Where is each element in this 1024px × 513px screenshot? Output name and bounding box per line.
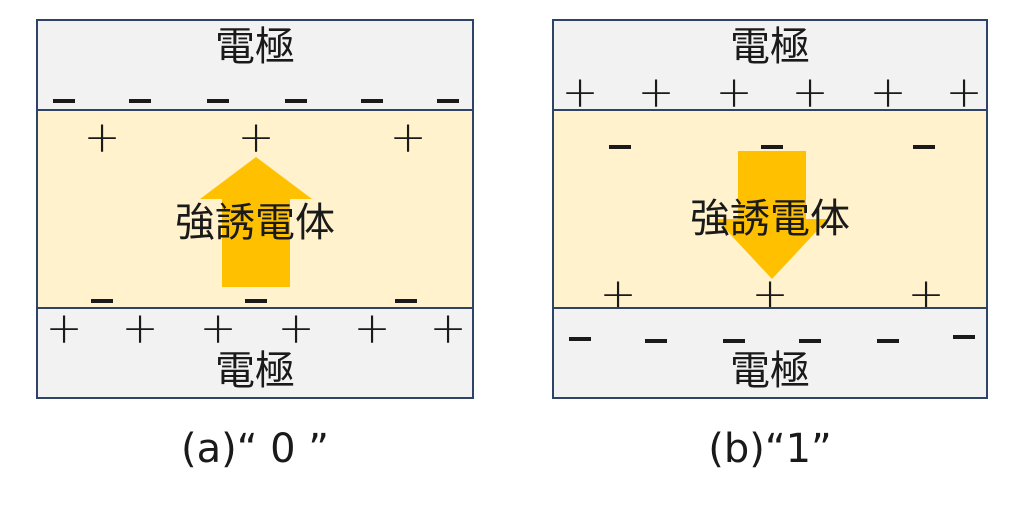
top-electrode-label: 電極 [730, 24, 810, 70]
polarization-arrow-down [716, 151, 828, 279]
charge-plus: + [869, 67, 907, 118]
charge-minus [953, 303, 975, 347]
charge-minus [361, 67, 383, 111]
bottom-electrode-label: 電極 [730, 348, 810, 394]
caption-a: (a)“ 0 ” [180, 426, 330, 472]
ferroelectric-layer: 強誘電体 + + + [552, 109, 988, 309]
charge-plus: + [429, 303, 467, 354]
ferroelectric-label: 強誘電体 [175, 200, 335, 246]
bottom-electrode: 電極 [552, 307, 988, 399]
charge-minus [645, 307, 667, 351]
charge-plus: + [715, 67, 753, 118]
charge-plus: + [561, 67, 599, 118]
charge-plus: + [907, 269, 945, 309]
charge-minus [129, 67, 151, 111]
charge-plus: + [353, 303, 391, 354]
charge-minus [761, 113, 783, 157]
charge-minus [395, 267, 417, 307]
panel-b: 電極 + + + + + + 強誘電体 + + + 電極 [552, 19, 988, 399]
charge-plus: + [121, 303, 159, 354]
charge-plus: + [45, 303, 83, 354]
charge-minus [609, 113, 631, 157]
top-electrode: 電極 + + + + + + [552, 19, 988, 115]
charge-minus [207, 67, 229, 111]
charge-plus: + [277, 303, 315, 354]
bottom-electrode-label: 電極 [215, 348, 295, 394]
charge-plus: + [945, 67, 983, 118]
charge-plus: + [791, 67, 829, 118]
charge-minus [877, 307, 899, 351]
charge-minus [91, 267, 113, 307]
bottom-electrode: + + + + + + 電極 [36, 307, 474, 399]
top-electrode-label: 電極 [215, 24, 295, 70]
charge-minus [799, 307, 821, 351]
charge-plus: + [637, 67, 675, 118]
charge-plus: + [83, 112, 121, 163]
charge-plus: + [237, 112, 275, 163]
polarization-arrow-up [200, 157, 312, 287]
charge-minus [913, 113, 935, 157]
charge-plus: + [199, 303, 237, 354]
ferroelectric-layer: 強誘電体 + + + [36, 109, 474, 309]
charge-plus: + [751, 269, 789, 309]
caption-b: (b)“1” [708, 426, 832, 472]
charge-minus [245, 267, 267, 307]
charge-minus [285, 67, 307, 111]
panel-a: 電極 強誘電体 + + + + + + + + + 電極 [36, 19, 474, 399]
charge-minus [569, 305, 591, 349]
charge-minus [723, 307, 745, 351]
charge-plus: + [599, 269, 637, 309]
charge-plus: + [389, 112, 427, 163]
ferroelectric-label: 強誘電体 [690, 196, 850, 242]
top-electrode: 電極 [36, 19, 474, 111]
charge-minus [437, 67, 459, 111]
charge-minus [53, 67, 75, 111]
